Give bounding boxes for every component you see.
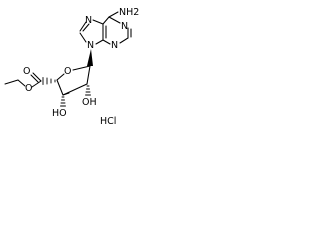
ribose-ring xyxy=(56,65,91,96)
n9-label: N xyxy=(87,40,94,51)
imidazole-ring xyxy=(79,19,104,45)
c4-ester-hashed-bond xyxy=(42,77,56,85)
bond-n3-c4 xyxy=(102,39,111,45)
ester-oxygen-label: O xyxy=(25,83,32,94)
bond-c3-c2-front xyxy=(62,92,70,96)
hydrochloride-label: HCl xyxy=(100,116,116,127)
pyrimidine-ring xyxy=(102,11,132,45)
bond-n7-c8-double xyxy=(82,23,90,32)
bond-o-ch2 xyxy=(17,79,26,87)
bond-c-ester-o xyxy=(31,80,42,88)
n7-label: N xyxy=(85,15,92,26)
bond-ch2-ch3 xyxy=(4,79,19,85)
bond-c8-n9 xyxy=(79,32,87,43)
carbonyl-oxygen-label: O xyxy=(23,66,30,77)
amino-label: NH2 xyxy=(119,7,139,18)
bond-c-carbonyl-double xyxy=(30,74,39,83)
n3-label: N xyxy=(111,40,118,51)
ring-oxygen-label: O xyxy=(64,66,71,77)
bond-c5-c6 xyxy=(102,16,110,25)
molecule-canvas: NH2 N N N N O O O OH HO HCl xyxy=(0,0,168,145)
bond-n9-c4 xyxy=(95,39,104,45)
bond-c6-n1 xyxy=(108,16,121,24)
bond-c6-nh2 xyxy=(108,11,119,18)
n1-label: N xyxy=(121,21,128,32)
structure-diagram: NH2 N N N N O O O OH HO HCl xyxy=(4,7,139,127)
c2-oh-hashed-bond xyxy=(85,85,91,96)
bond-c2-n3 xyxy=(119,37,129,44)
bond-o4-c4 xyxy=(56,73,65,81)
bond-c1-o4 xyxy=(72,65,91,71)
glycosidic-wedge-bond xyxy=(87,49,93,66)
c2-hydroxyl-label: OH xyxy=(82,97,97,108)
bond-c4-c3 xyxy=(56,79,64,96)
bond-c1-c2 xyxy=(86,65,91,85)
bond-n7-c8 xyxy=(79,21,87,32)
c3-hydroxyl-label: HO xyxy=(52,108,67,119)
ethyl-ester xyxy=(4,72,42,88)
bond-c-carbonyl xyxy=(32,72,42,82)
bond-c5-n7 xyxy=(92,19,104,25)
c3-oh-hashed-bond xyxy=(60,96,66,107)
